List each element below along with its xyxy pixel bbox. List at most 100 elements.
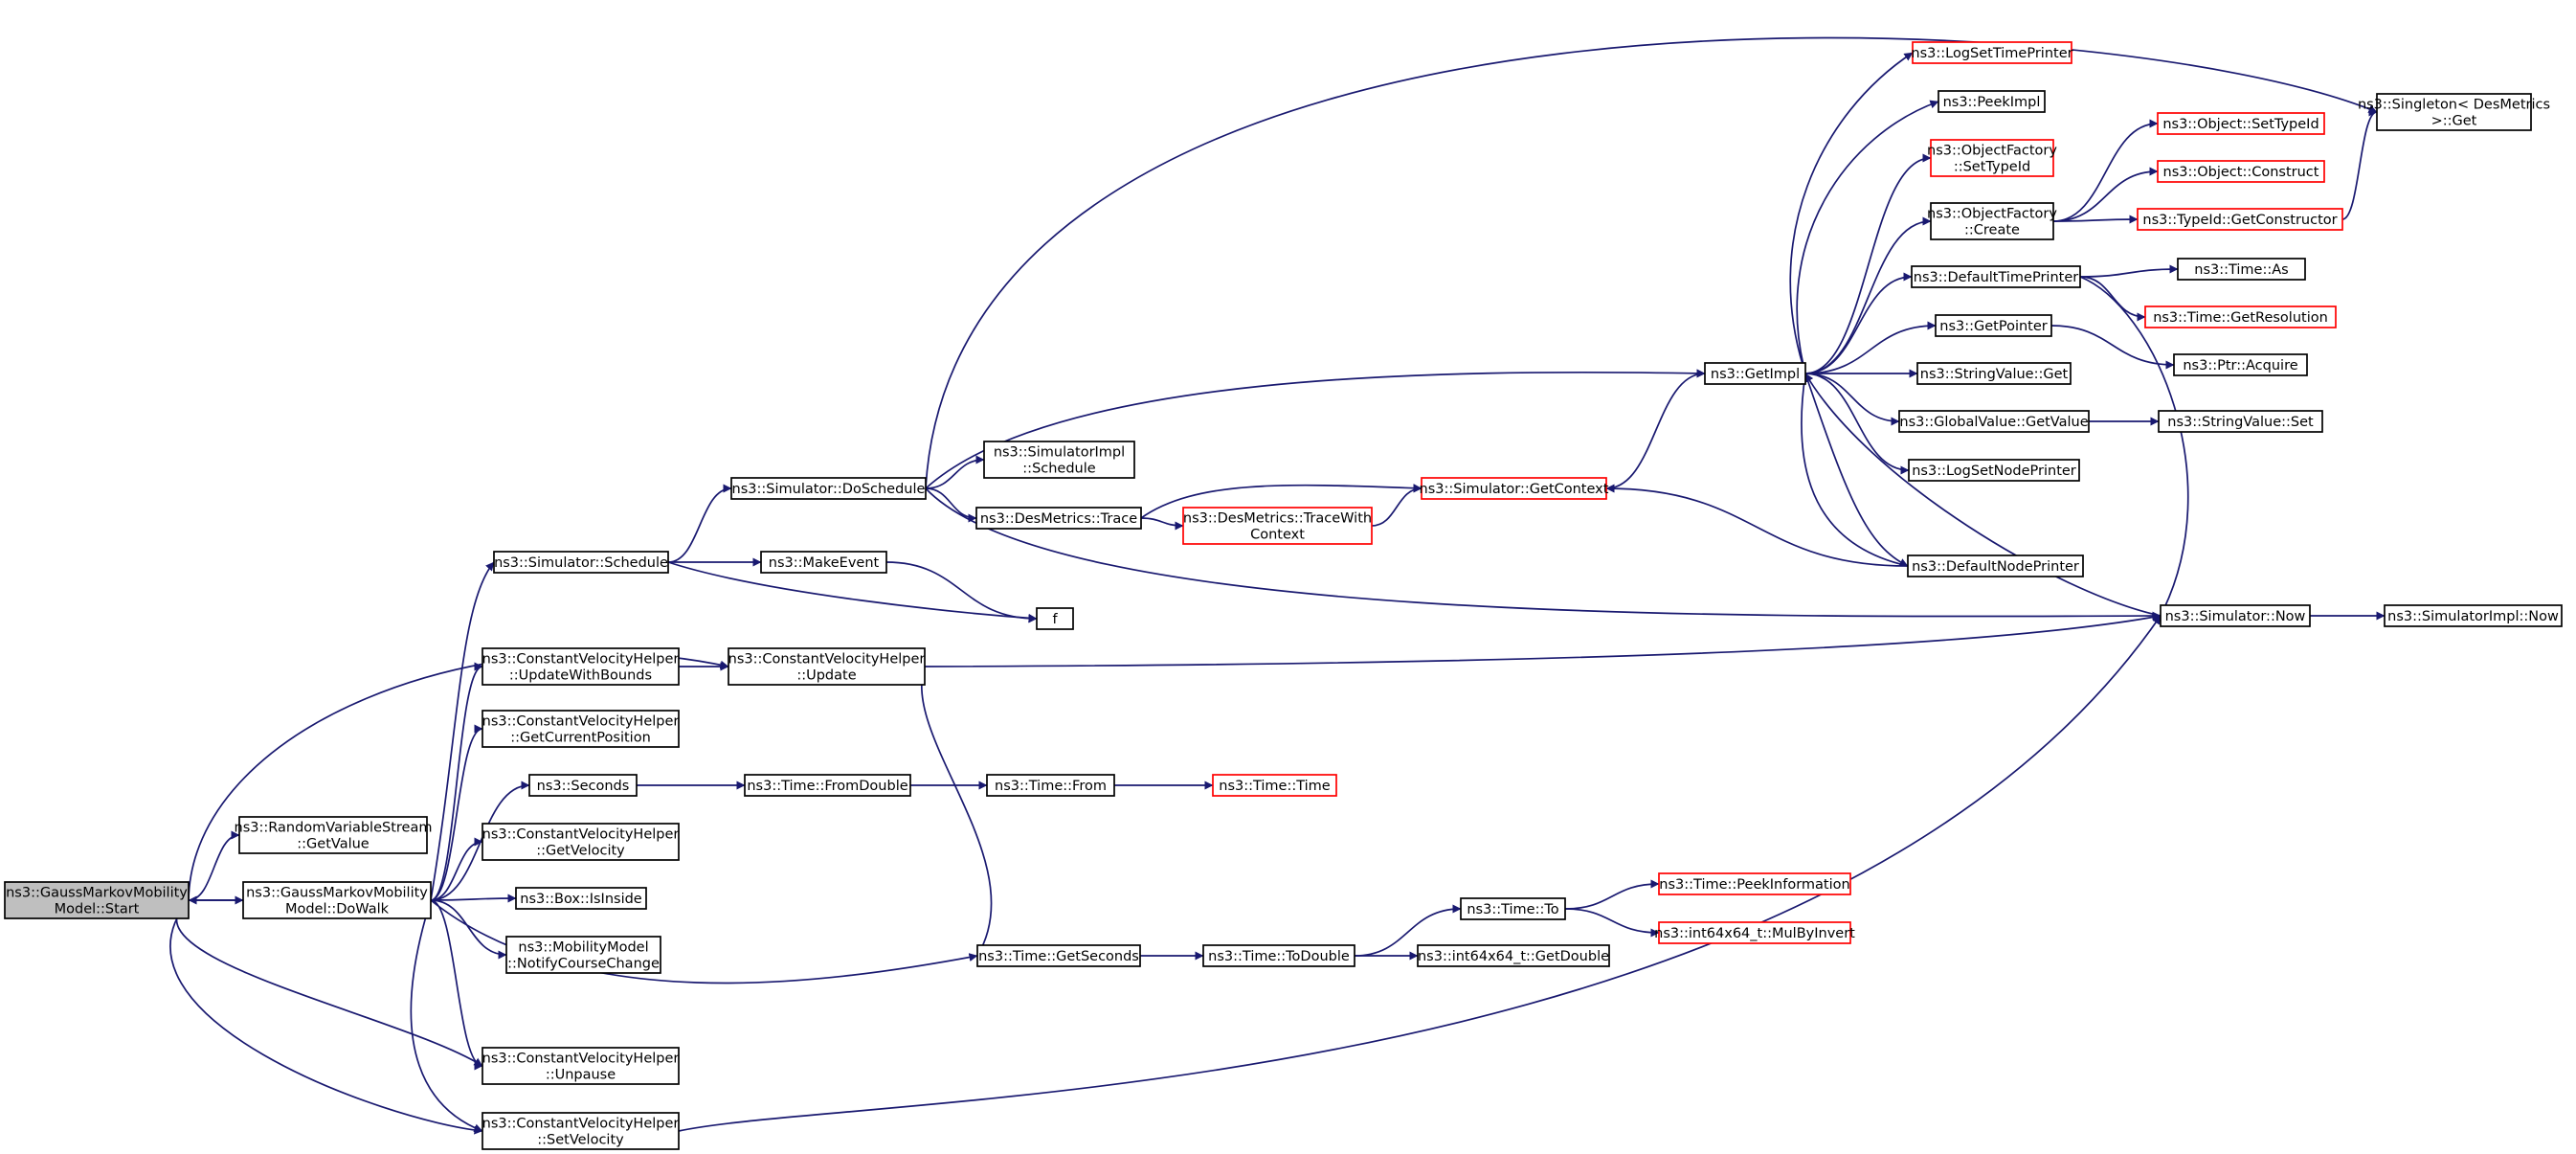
node-box: [1202, 944, 1355, 967]
node-box: [1912, 41, 2072, 64]
node-box: [2384, 604, 2563, 627]
node-box: [1704, 362, 1806, 385]
node-defaultnodeprinter[interactable]: ns3::DefaultNodePrinter: [1907, 554, 2084, 577]
node-logsetnodeprinter[interactable]: ns3::LogSetNodePrinter: [1908, 459, 2080, 482]
node-label-line: ns3::ConstantVelocityHelper: [728, 652, 926, 668]
node-time_time[interactable]: ns3::Time::Time: [1212, 774, 1337, 797]
edge-sim_schedule-to-sim_doschedule: [667, 484, 732, 563]
node-time_getseconds[interactable]: ns3::Time::GetSeconds: [976, 944, 1141, 967]
node-label-line: ns3::GaussMarkovMobility: [6, 886, 188, 901]
node-label-line: ns3::GetPointer: [1939, 319, 2048, 334]
node-mm_notify[interactable]: ns3::MobilityModel::NotifyCourseChange: [505, 936, 661, 974]
node-seconds[interactable]: ns3::Seconds: [528, 774, 638, 797]
node-cvh_unpause[interactable]: ns3::ConstantVelocityHelper::Unpause: [482, 1047, 680, 1085]
node-peekimpl[interactable]: ns3::PeekImpl: [1938, 90, 2046, 113]
node-singleton_get[interactable]: ns3::Singleton< DesMetrics>::Get: [2358, 93, 2550, 131]
node-time_todouble[interactable]: ns3::Time::ToDouble: [1202, 944, 1355, 967]
node-cvh_setvelocity[interactable]: ns3::ConstantVelocityHelper::SetVelocity: [482, 1112, 680, 1150]
node-simimpl_schedule[interactable]: ns3::SimulatorImpl::Schedule: [983, 441, 1135, 479]
node-box_isinside[interactable]: ns3::Box::IsInside: [515, 887, 647, 910]
node-box: [515, 887, 647, 910]
node-sim_schedule[interactable]: ns3::Simulator::Schedule: [493, 551, 669, 574]
node-objectfactory_settypeid[interactable]: ns3::ObjectFactory::SetTypeId: [1927, 139, 2057, 177]
node-box: [976, 944, 1141, 967]
node-label-line: ns3::Time::GetSeconds: [978, 949, 1139, 964]
node-time_to[interactable]: ns3::Time::To: [1460, 897, 1566, 920]
node-cvh_getcurrentposition[interactable]: ns3::ConstantVelocityHelper::GetCurrentP…: [482, 710, 680, 748]
edge-objectfactory_create-to-object_settypeid: [2052, 119, 2159, 222]
node-ptr_acquire[interactable]: ns3::Ptr::Acquire: [2173, 353, 2308, 376]
node-int64_mulbyinvert[interactable]: ns3::int64x64_t::MulByInvert: [1654, 921, 1855, 944]
node-box: [744, 774, 911, 797]
node-label-line: ns3::SimulatorImpl: [994, 445, 1125, 461]
node-simimpl_now[interactable]: ns3::SimulatorImpl::Now: [2384, 604, 2563, 627]
edge-desmetrics_trace-to-sim_getcontext: [1140, 484, 1422, 519]
edge-defaultnodeprinter-to-getimpl: [1800, 373, 1909, 567]
edge-cvh_update-to-sim_now: [924, 613, 2162, 668]
node-typeid_getconstructor[interactable]: ns3::TypeId::GetConstructor: [2137, 208, 2343, 231]
node-label-line: ns3::Object::SetTypeId: [2162, 117, 2318, 132]
edge-desmetrics_trace-to-desmetrics_tracewithcontext: [1140, 517, 1184, 531]
node-box: [1212, 774, 1337, 797]
node-sim_getcontext[interactable]: ns3::Simulator::GetContext: [1420, 477, 1609, 500]
node-defaulttimeprinter[interactable]: ns3::DefaultTimePrinter: [1911, 265, 2081, 288]
edge-sim_doschedule-to-desmetrics_trace: [925, 487, 977, 523]
node-time_getresolution[interactable]: ns3::Time::GetResolution: [2144, 305, 2337, 328]
node-box: [2157, 112, 2325, 135]
node-label-line: ::Update: [796, 668, 856, 684]
node-objectfactory_create[interactable]: ns3::ObjectFactory::Create: [1927, 202, 2057, 240]
node-box: [1036, 607, 1074, 630]
node-rvs_getvalue[interactable]: ns3::RandomVariableStream::GetValue: [235, 816, 433, 854]
edge-root-to-cvh_unpause: [175, 899, 483, 1067]
node-box: [2177, 258, 2306, 281]
node-box: [482, 647, 680, 686]
node-label-line: ::NotifyCourseChange: [507, 957, 660, 972]
node-label-line: Context: [1250, 528, 1305, 543]
node-getpointer[interactable]: ns3::GetPointer: [1935, 314, 2052, 337]
edge-dowalk-to-cvh_setvelocity: [410, 899, 483, 1133]
node-layer: ns3::GaussMarkovMobilityModel::Startns3:…: [4, 41, 2563, 1150]
node-makeevent[interactable]: ns3::MakeEvent: [760, 551, 887, 574]
node-getimpl[interactable]: ns3::GetImpl: [1704, 362, 1806, 385]
node-time_from[interactable]: ns3::Time::From: [986, 774, 1115, 797]
node-sim_now[interactable]: ns3::Simulator::Now: [2160, 604, 2311, 627]
node-f[interactable]: f: [1036, 607, 1074, 630]
node-label-line: ns3::Time::GetResolution: [2153, 310, 2328, 326]
node-box: [760, 551, 887, 574]
edge-sim_doschedule-to-singleton_get: [925, 36, 2378, 489]
node-globalvalue_getvalue[interactable]: ns3::GlobalValue::GetValue: [1898, 410, 2090, 433]
node-stringvalue_set[interactable]: ns3::StringValue::Set: [2158, 410, 2323, 433]
node-logsettimeprinter[interactable]: ns3::LogSetTimePrinter: [1911, 41, 2073, 64]
node-label-line: ns3::Time::As: [2194, 262, 2288, 278]
node-stringvalue_get[interactable]: ns3::StringValue::Get: [1916, 362, 2072, 385]
node-label-line: ::Schedule: [1022, 462, 1095, 477]
node-label-line: ns3::DesMetrics::Trace: [980, 511, 1137, 527]
edge-dowalk-to-cvh_updatewithbounds: [430, 662, 483, 901]
node-label-line: ns3::Simulator::Now: [2165, 609, 2306, 624]
node-label-line: ns3::ConstantVelocityHelper: [482, 714, 680, 730]
node-object_settypeid[interactable]: ns3::Object::SetTypeId: [2157, 112, 2325, 135]
node-label-line: ::UpdateWithBounds: [509, 668, 652, 684]
edge-getimpl-to-objectfactory_settypeid: [1804, 153, 1932, 374]
node-label-line: ns3::GaussMarkovMobility: [246, 886, 428, 901]
node-cvh_getvelocity[interactable]: ns3::ConstantVelocityHelper::GetVelocity: [482, 823, 680, 861]
node-time_peekinformation[interactable]: ns3::Time::PeekInformation: [1658, 872, 1851, 895]
node-box: [493, 551, 669, 574]
node-time_as[interactable]: ns3::Time::As: [2177, 258, 2306, 281]
node-time_fromdouble[interactable]: ns3::Time::FromDouble: [744, 774, 911, 797]
edge-defaulttimeprinter-to-time_getresolution: [2079, 276, 2146, 322]
edge-desmetrics_tracewithcontext-to-sim_getcontext: [1371, 484, 1422, 527]
node-object_construct[interactable]: ns3::Object::Construct: [2157, 160, 2325, 183]
edge-objectfactory_create-to-object_construct: [2052, 167, 2159, 222]
node-int64_getdouble[interactable]: ns3::int64x64_t::GetDouble: [1417, 944, 1610, 967]
edge-getimpl-to-globalvalue_getvalue: [1804, 373, 1900, 426]
node-sim_doschedule[interactable]: ns3::Simulator::DoSchedule: [730, 477, 927, 500]
node-cvh_updatewithbounds[interactable]: ns3::ConstantVelocityHelper::UpdateWithB…: [482, 647, 680, 686]
node-label-line: ns3::Object::Construct: [2163, 165, 2319, 180]
node-cvh_update[interactable]: ns3::ConstantVelocityHelper::Update: [728, 647, 926, 686]
node-label-line: ns3::Seconds: [537, 779, 630, 794]
node-desmetrics_trace[interactable]: ns3::DesMetrics::Trace: [975, 507, 1142, 530]
